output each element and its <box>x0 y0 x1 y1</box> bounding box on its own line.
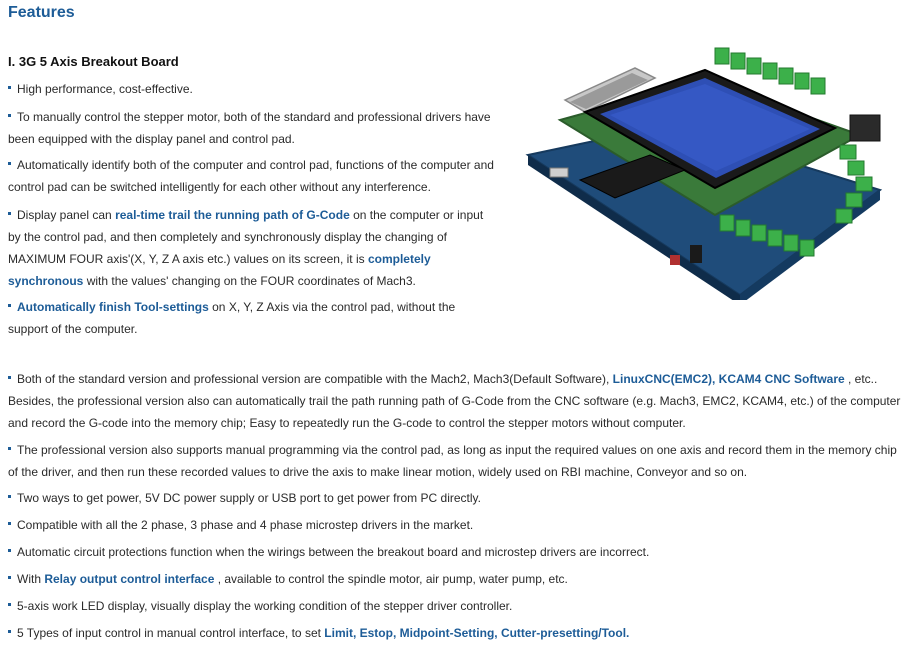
ribbon-header <box>578 154 687 199</box>
breakout-board-image <box>525 47 883 300</box>
bullet-icon <box>8 212 11 216</box>
bullet-icon <box>8 114 11 118</box>
relay <box>849 114 881 142</box>
feature-item: Compatible with all the 2 phase, 3 phase… <box>8 514 908 536</box>
feature-item: Display panel can real-time trail the ru… <box>8 208 484 288</box>
bullet-icon <box>8 630 11 634</box>
feature-item: High performance, cost-effective. <box>8 78 498 100</box>
bullet-icon <box>8 447 11 451</box>
feature-item: To manually control the stepper motor, b… <box>8 110 491 146</box>
page-title: Features <box>8 4 75 21</box>
feature-item: Two ways to get power, 5V DC power suppl… <box>8 487 908 509</box>
feature-item: 5 Types of input control in manual contr… <box>8 622 908 644</box>
bullet-icon <box>8 376 11 380</box>
feature-item: Both of the standard version and profess… <box>8 372 901 430</box>
bullet-icon <box>8 86 11 90</box>
bullet-icon <box>8 576 11 580</box>
feature-item: Automatically identify both of the compu… <box>8 158 494 194</box>
terminal-blocks-top <box>714 47 826 95</box>
bullet-icon <box>8 495 11 499</box>
terminal-blocks-bottom <box>719 214 815 257</box>
section-title: I. 3G 5 Axis Breakout Board <box>8 54 179 69</box>
bullet-icon <box>8 549 11 553</box>
bullet-icon <box>8 304 11 308</box>
feature-item: Automatic circuit protections function w… <box>8 541 908 563</box>
bullet-icon <box>8 522 11 526</box>
feature-item: The professional version also supports m… <box>8 443 897 479</box>
bullet-icon <box>8 603 11 607</box>
feature-item: With Relay output control interface , av… <box>8 568 908 590</box>
terminal-blocks-right <box>835 144 873 224</box>
bullet-icon <box>8 162 11 166</box>
usb-port <box>549 167 569 178</box>
feature-item: Automatically finish Tool-settings on X,… <box>8 300 456 336</box>
feature-item: 5-axis work LED display, visually displa… <box>8 595 908 617</box>
